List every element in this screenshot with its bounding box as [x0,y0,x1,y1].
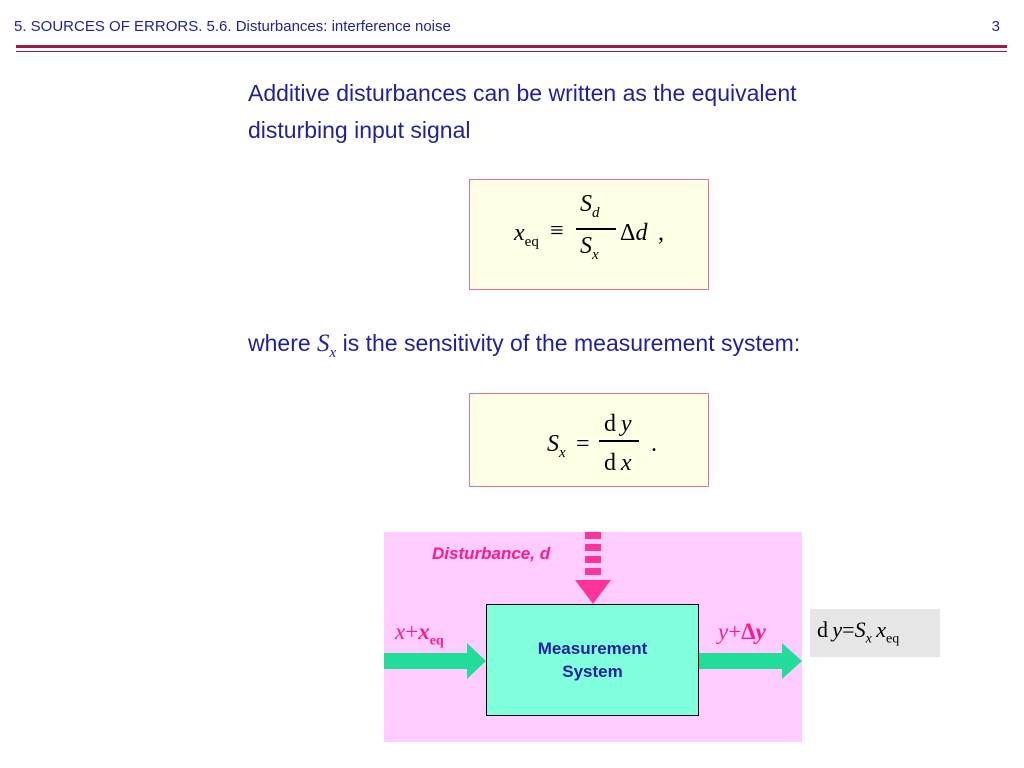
formula2-equals: = [576,431,590,457]
equivalent-input-formula-box: xeq ≡ Sd Sx Δd , [469,179,709,290]
output-relation: d y=Sx xeq [817,617,900,647]
formula2-lhs: Sx [547,431,566,461]
formula2-period: . [651,431,657,457]
sensitivity-paragraph: where Sx is the sensitivity of the measu… [248,330,801,361]
formula1-denominator: Sx [580,233,599,263]
formula1-fraction-bar [576,228,616,230]
formula1-lhs: xeq [514,220,539,250]
sensitivity-symbol: Sx [317,330,337,361]
formula1-equiv: ≡ [550,218,564,244]
formula1-numerator: Sd [580,191,600,221]
sensitivity-formula-box: Sx = d y d x . [469,393,709,487]
output-relation-box: d y=Sx xeq [810,609,940,657]
header-rule-thin [16,51,1007,52]
formula2-denominator: d x [604,450,632,476]
measurement-system-block: Measurement System [486,604,699,716]
slide-title: 5. SOURCES OF ERRORS. 5.6. Disturbances:… [14,18,451,35]
formula2-fraction-bar [599,440,639,442]
disturbance-arrow [575,532,611,604]
measurement-system-label: Measurement System [537,639,648,681]
formula1-comma: , [658,220,664,246]
input-arrow [384,643,486,679]
output-arrow [699,643,802,679]
formula2-numerator: d y [604,411,632,437]
formula1-delta-term: Δd [620,220,648,246]
page-number: 3 [991,18,1000,35]
output-signal-label: y+Δy [718,619,766,644]
disturbance-label: Disturbance, d [432,544,551,563]
input-signal-label: x+xeq [395,619,444,649]
intro-paragraph: Additive disturbances can be written as … [248,80,797,143]
header-rule-thick [16,45,1007,48]
